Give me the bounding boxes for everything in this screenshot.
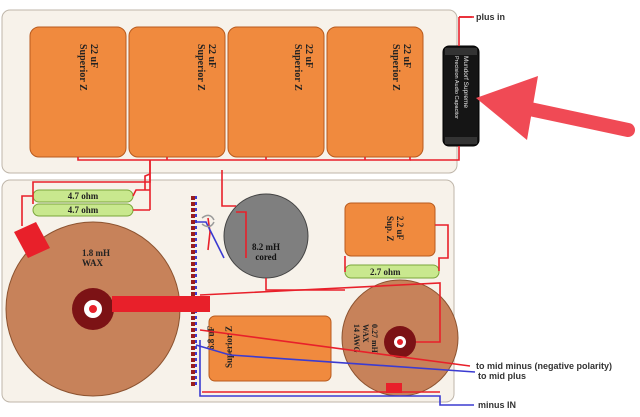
small-capacitor-line2: Precision Audio Capacitor [453, 56, 459, 119]
capacitor-2-brand: Superior Z [195, 44, 206, 91]
inductor-cored-value: 8.2 mH [252, 242, 280, 252]
inductor-small-type: WAX [361, 324, 370, 343]
minus-in-label: minus IN [478, 400, 516, 410]
resistor-1: 4.7 ohm [32, 189, 134, 203]
inductor-small: 0.27 mH WAX 14 AWG [341, 279, 459, 397]
capacitor-right: 2.2 uF Sup. Z [344, 202, 436, 257]
capacitor-right-brand: Sup. Z [385, 216, 395, 242]
capacitor-bottom-brand: Superior Z [224, 326, 234, 368]
inductor-big: 1.8 mH WAX [5, 221, 181, 397]
capacitor-3-brand: Superior Z [292, 44, 303, 91]
inductor-cored: 8.2 mH cored [223, 193, 309, 279]
plus-in-label: plus in [476, 12, 505, 22]
capacitor-3-value: 22 uF [303, 44, 314, 68]
inductor-big-value: 1.8 mH [82, 248, 110, 258]
small-capacitor-line1: Mundorf Supreme [462, 56, 469, 108]
capacitor-4: 22 uF Superior Z [326, 26, 424, 158]
capacitor-bottom-value: 6.8 uF [206, 325, 216, 350]
resistor-3: 2.7 ohm [344, 264, 440, 279]
capacitor-1-value: 22 uF [88, 44, 99, 68]
capacitor-1: 22 uF Superior Z [29, 26, 127, 158]
capacitor-4-value: 22 uF [401, 44, 412, 68]
connector-clip [201, 214, 215, 228]
capacitor-4-brand: Superior Z [390, 44, 401, 91]
inductor-lead [14, 222, 50, 258]
red-wiring-bottom [21, 160, 471, 393]
small-capacitor: Mundorf Supreme Precision Audio Capacito… [442, 45, 480, 147]
capacitor-right-value: 2.2 uF [395, 216, 405, 241]
resistor-2-label: 4.7 ohm [68, 205, 99, 215]
inductor-cored-type: cored [255, 252, 276, 262]
mid-plus-label: to mid plus [478, 371, 526, 381]
twisted-wire-bundle [191, 196, 197, 388]
top-capacitors: 22 uF Superior Z 22 uF Superior Z 22 uF … [29, 26, 424, 158]
resistor-2: 4.7 ohm [32, 203, 134, 217]
pointer-arrow-icon [476, 76, 635, 140]
capacitor-3: 22 uF Superior Z [227, 26, 325, 158]
inductor-big-type: WAX [82, 258, 104, 268]
small-bar [386, 383, 402, 393]
bus-bar [112, 296, 210, 312]
capacitor-bottom: 6.8 uF Superior Z [206, 315, 332, 382]
inductor-small-value: 0.27 mH [370, 324, 379, 354]
resistor-3-label: 2.7 ohm [370, 267, 401, 277]
capacitor-1-brand: Superior Z [77, 44, 88, 91]
capacitor-2: 22 uF Superior Z [128, 26, 226, 158]
blue-wiring [195, 221, 476, 406]
inductor-small-gauge: 14 AWG [352, 324, 361, 353]
mid-minus-label: to mid minus (negative polarity) [476, 361, 612, 371]
resistor-1-label: 4.7 ohm [68, 191, 99, 201]
capacitor-2-value: 22 uF [206, 44, 217, 68]
